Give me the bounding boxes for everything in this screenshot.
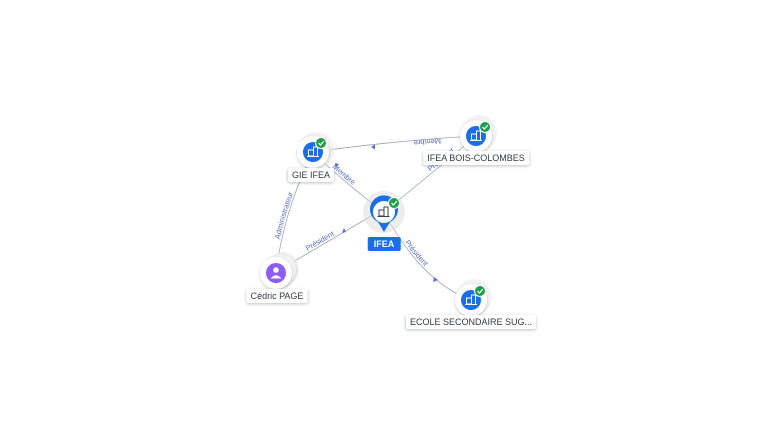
edge-label-cedric-to-gie: Administrateur bbox=[273, 190, 295, 240]
node-label-ifea[interactable]: IFEA bbox=[367, 237, 401, 251]
edge-label-gie-to-ifea: Membre bbox=[331, 162, 358, 187]
node-gie-ifea[interactable] bbox=[297, 132, 334, 168]
company-building-icon bbox=[377, 206, 390, 217]
verified-icon bbox=[388, 197, 400, 209]
edge-label-cedric-to-ifea: Président bbox=[304, 229, 337, 253]
arrow-icon bbox=[342, 228, 346, 233]
verified-icon bbox=[315, 137, 327, 149]
node-label-cedric-page[interactable]: Cédric PAGE bbox=[246, 289, 308, 303]
node-label-gie-ifea[interactable]: GIE IFEA bbox=[287, 168, 335, 182]
arrow-icon bbox=[371, 144, 375, 150]
company-building-icon bbox=[465, 294, 477, 305]
edge-label-ifea-to-ecole: Président bbox=[403, 238, 430, 268]
company-building-icon bbox=[470, 130, 482, 141]
node-ifea-bois-colombes[interactable] bbox=[460, 115, 497, 152]
company-building-icon bbox=[307, 146, 319, 157]
arrow-icon bbox=[433, 277, 438, 282]
node-ecole-secondaire[interactable] bbox=[455, 279, 492, 316]
edge-label-bois-to-gie: Membre bbox=[413, 136, 441, 147]
arrow-icon bbox=[335, 163, 339, 168]
verified-icon bbox=[474, 285, 486, 297]
node-ifea-main[interactable] bbox=[363, 191, 405, 233]
node-label-ecole-secondaire[interactable]: ECOLE SECONDAIRE SUG... bbox=[405, 315, 537, 329]
node-label-ifea-bois-colombes[interactable]: IFEA BOIS-COLOMBES bbox=[423, 151, 529, 165]
verified-icon bbox=[479, 121, 491, 133]
person-icon bbox=[270, 267, 282, 279]
node-cedric-page[interactable] bbox=[260, 252, 299, 289]
